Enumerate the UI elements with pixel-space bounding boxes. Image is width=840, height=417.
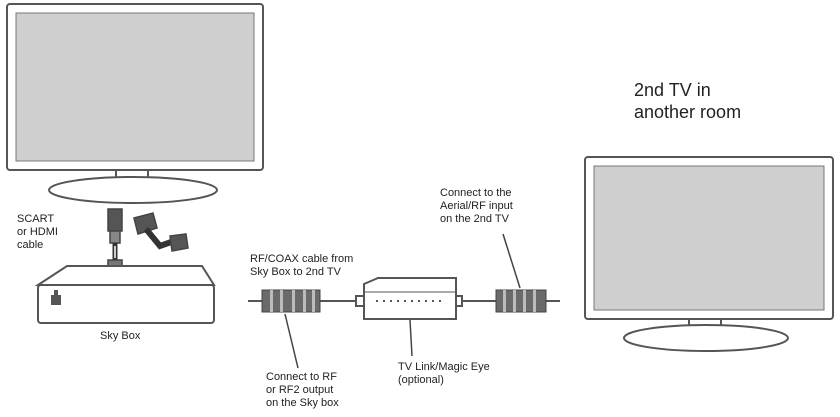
second-tv-label: 2nd TV in another room <box>634 80 742 122</box>
scart-hdmi-plugs <box>107 208 189 269</box>
main-tv <box>6 3 264 204</box>
connect-rf-label: Connect to RF or RF2 output on the Sky b… <box>266 371 339 409</box>
rf-connector-right <box>495 289 547 313</box>
tv-link-label: TV Link/Magic Eye (optional) <box>398 361 490 386</box>
second-tv <box>584 156 834 352</box>
rf-cable-label: RF/COAX cable from Sky Box to 2nd TV <box>250 253 354 278</box>
sky-box-label: Sky Box <box>100 330 141 342</box>
scart-cable-label: SCART or HDMI cable <box>17 213 58 251</box>
leader-lines <box>284 233 521 369</box>
tv-link-device <box>355 277 463 320</box>
connect-aerial-label: Connect to the Aerial/RF input on the 2n… <box>440 187 513 225</box>
sky-box <box>34 265 216 324</box>
rf-connector-left <box>261 289 321 313</box>
